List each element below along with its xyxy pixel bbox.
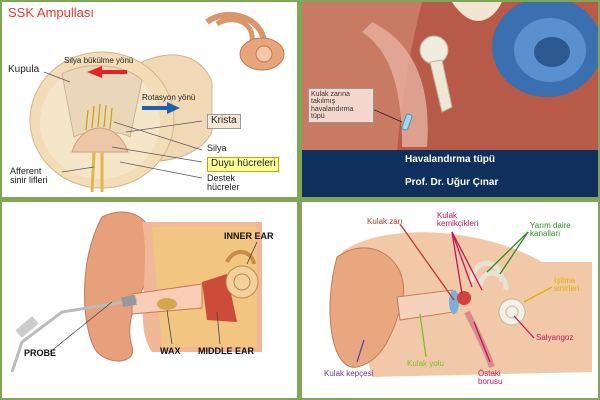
- ossicles-shape: [457, 291, 471, 305]
- cochlea-shape: [498, 298, 526, 326]
- outer-ear-shape: [329, 247, 404, 368]
- label-krista: Krista: [207, 114, 241, 129]
- ampulla-diagram: [29, 11, 285, 193]
- label-salyangoz: Salyangoz: [536, 333, 574, 342]
- wax-shape: [157, 298, 177, 310]
- label-duyu-hucreleri: Duyu hücreleri: [207, 157, 280, 172]
- ear-probe-illustration: [10, 211, 262, 373]
- afferent-nerve: [90, 151, 104, 193]
- caption-author: Prof. Dr. Uğur Çınar: [405, 177, 499, 188]
- panel-ampulla: SSK Ampullası Silya bükülme yönü Kupula …: [2, 2, 297, 197]
- label-yarim-daire: Yarım daire kanalları: [530, 221, 571, 239]
- label-silya: Silya: [207, 143, 227, 153]
- label-ostaki-borusu: Östaki borusu: [478, 369, 503, 387]
- label-afferent: Afferent sinir lifleri: [10, 166, 48, 186]
- probe-cable: [10, 298, 138, 373]
- eardrum-shape: [449, 290, 459, 314]
- ossicles-shape: [419, 35, 449, 65]
- hair-cells: [85, 103, 113, 131]
- tube-icon: [401, 113, 413, 131]
- panel-probe: INNER EAR PROBE WAX MIDDLE EAR: [2, 202, 297, 398]
- callout-tube: Kulak zarına takılmış havalandırma tüpü: [308, 88, 374, 124]
- caption-bar: [302, 150, 598, 197]
- label-kupula: Kupula: [8, 64, 40, 75]
- inner-ear-thumbnail-icon: [205, 11, 285, 71]
- label-probe: PROBE: [24, 348, 57, 358]
- label-kulak-yolu: Kulak yolu: [407, 359, 444, 368]
- label-middle-ear: MIDDLE EAR: [198, 346, 254, 356]
- probe-tip: [121, 294, 137, 308]
- arrow-right-icon: [142, 102, 180, 114]
- label-kulak-zari: Kulak zarı: [367, 217, 403, 226]
- ear-anatomy-illustration: [329, 223, 592, 377]
- panel-ear-anatomy: Kulak zarı Kulak kemikçikleri Yarım dair…: [302, 202, 598, 398]
- label-inner-ear: INNER EAR: [224, 231, 274, 241]
- arrow-left-icon: [87, 66, 127, 78]
- cochlea-shape: [225, 265, 259, 299]
- label-silia-bukulme: Silya bükülme yönü: [64, 56, 134, 65]
- label-isitme-sinirleri: İşitme sinirleri: [554, 276, 580, 294]
- panel-ventilation-tube: Kulak zarına takılmış havalandırma tüpü …: [302, 2, 598, 197]
- label-wax: WAX: [160, 346, 181, 356]
- label-rotasyon: Rotasyon yönü: [142, 93, 196, 102]
- label-destek: Destek hücreler: [207, 173, 240, 193]
- panel1-title: SSK Ampullası: [8, 5, 94, 20]
- label-kulak-kemikcikleri: Kulak kemikçikleri: [437, 211, 479, 229]
- label-kulak-kepcesi: Kulak kepçesi: [324, 369, 374, 378]
- middle-ear-illustration: [302, 2, 598, 197]
- caption-title: Havalandırma tüpü: [405, 154, 496, 165]
- outer-ear-shape: [84, 211, 155, 362]
